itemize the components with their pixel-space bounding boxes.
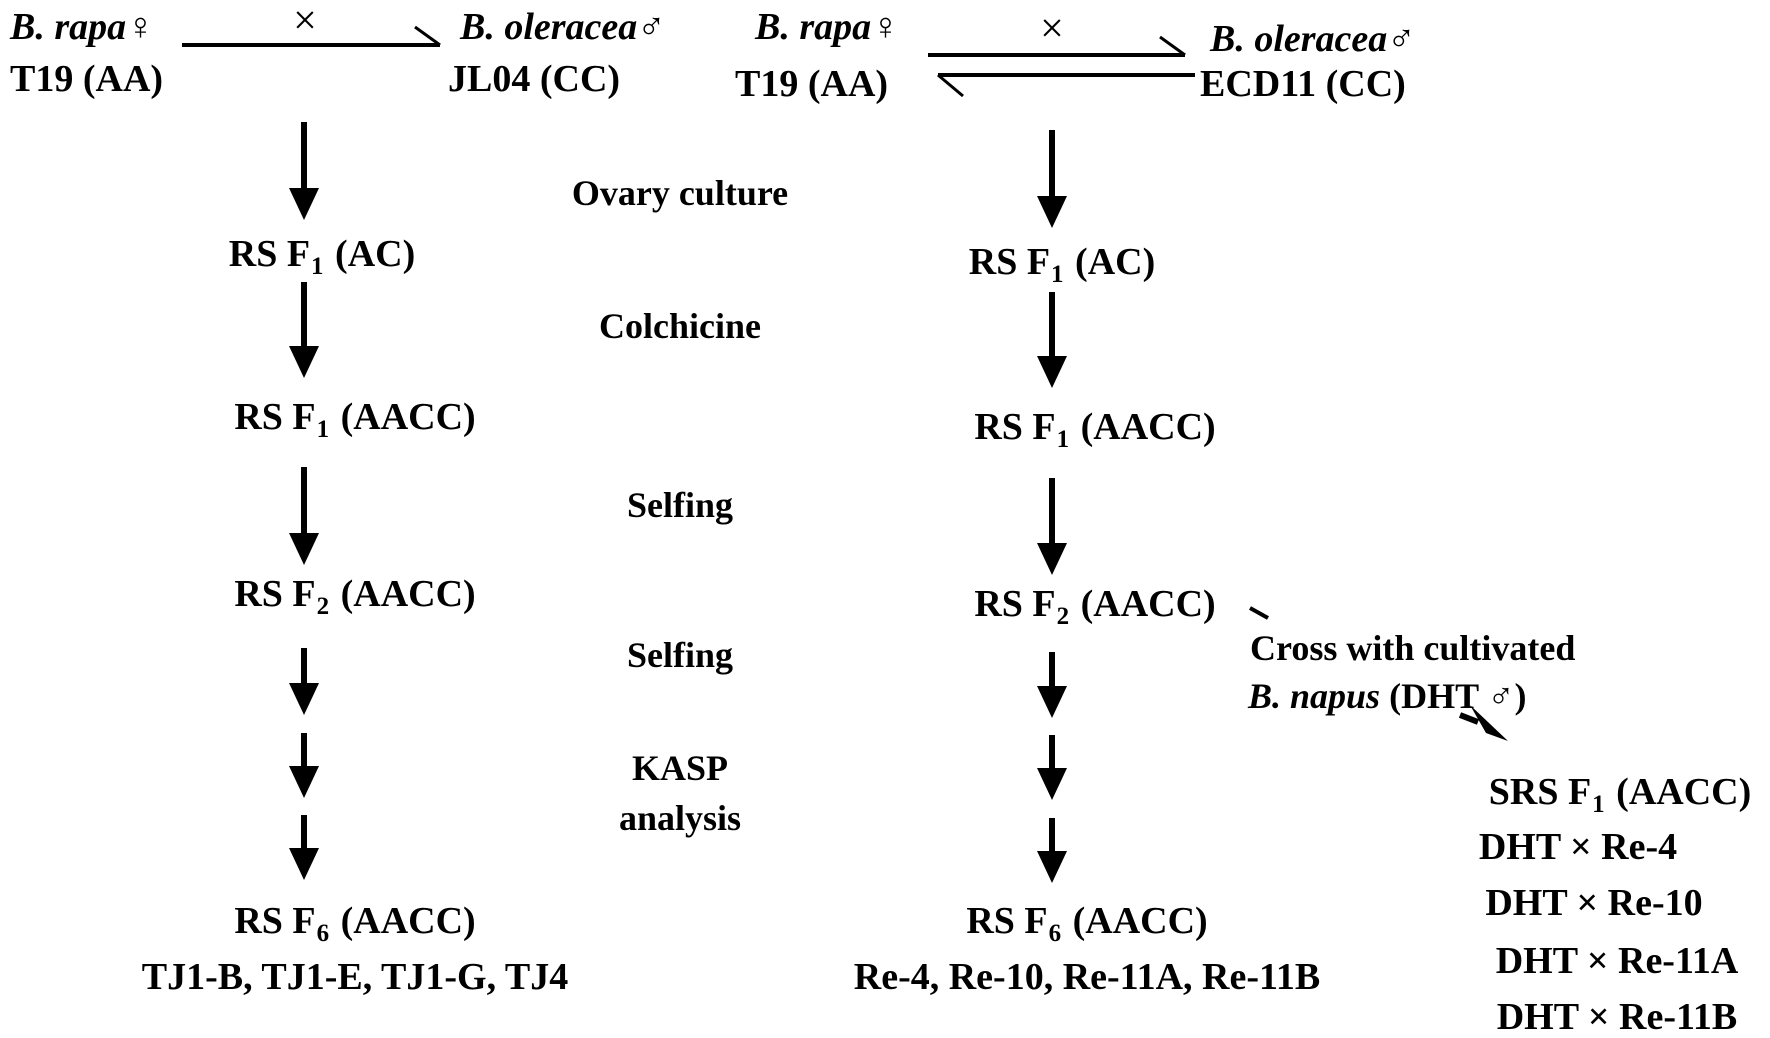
female-symbol: ♀ <box>871 6 900 48</box>
arrow-left-2-head <box>289 346 319 378</box>
left-female-line: T19 (AA) <box>10 58 164 100</box>
arrow-left-1-head <box>289 188 319 220</box>
right-gen-rs-f2-aacc: RS F2 (AACC) <box>974 583 1216 630</box>
left-cross-symbol: × <box>293 0 317 44</box>
left-gen-rs-f1-aacc: RS F1 (AACC) <box>234 396 476 443</box>
left-male-species: B. oleracea <box>460 6 638 48</box>
step-selfing-2: Selfing <box>626 635 734 675</box>
arrow-right-5-head <box>1037 768 1067 800</box>
right-gen-rs-f1-aacc: RS F1 (AACC) <box>974 406 1216 453</box>
left-line-names: TJ1-B, TJ1-E, TJ1-G, TJ4 <box>141 956 569 998</box>
left-cross-arrow <box>182 25 441 47</box>
srs-title: SRS F1 (AACC) <box>1488 771 1752 818</box>
left-male-line: JL04 (CC) <box>448 58 621 100</box>
right-flow-arrows <box>1037 130 1067 883</box>
srs-row-re-10: DHT × Re-10 <box>1485 882 1703 924</box>
step-ovary-culture: Ovary culture <box>571 173 789 213</box>
right-female-line: T19 (AA) <box>735 63 889 105</box>
arrow-left-5-head <box>289 766 319 798</box>
arrow-left-6-head <box>289 848 319 880</box>
left-gen-rs-f2-aacc: RS F2 (AACC) <box>234 573 476 620</box>
right-reciprocal-arrows <box>928 35 1195 98</box>
left-flow-arrows <box>289 122 319 880</box>
step-colchicine: Colchicine <box>599 306 761 346</box>
right-cross-symbol: × <box>1040 6 1064 52</box>
arrow-right-1-head <box>1037 196 1067 228</box>
right-gen-rs-f1-ac: RS F1 (AC) <box>968 241 1156 288</box>
left-female-parent: B. rapa♀ <box>10 8 155 46</box>
arrow-right-2-head <box>1037 356 1067 388</box>
right-male-parent: B. oleracea♂ <box>1210 20 1416 58</box>
step-analysis: analysis <box>618 798 742 838</box>
srs-row-re-4: DHT × Re-4 <box>1478 826 1678 868</box>
right-line-names: Re-4, Re-10, Re-11A, Re-11B <box>853 956 1321 998</box>
right-gen-rs-f6-aacc: RS F6 (AACC) <box>966 900 1208 947</box>
left-gen-rs-f6-aacc: RS F6 (AACC) <box>234 900 476 947</box>
arrow-left-4-head <box>289 683 319 715</box>
male-symbol: ♂ <box>1387 18 1416 60</box>
step-selfing-1: Selfing <box>626 485 734 525</box>
right-male-line: ECD11 (CC) <box>1200 63 1406 105</box>
female-symbol: ♀ <box>126 6 155 48</box>
cross-connector <box>1249 606 1508 741</box>
arrow-left-3-head <box>289 533 319 565</box>
right-female-parent: B. rapa♀ <box>755 8 900 46</box>
cross-note-species: B. napus <box>1248 676 1381 716</box>
left-male-parent: B. oleracea♂ <box>460 8 666 46</box>
cross-note-line1: Cross with cultivated <box>1250 628 1576 668</box>
right-male-species: B. oleracea <box>1210 18 1388 60</box>
left-female-species: B. rapa <box>10 6 127 48</box>
cross-note-line2: B. napus (DHT ♂) <box>1248 676 1527 716</box>
srs-row-re-11b: DHT × Re-11B <box>1496 996 1738 1038</box>
arrow-right-6-head <box>1037 851 1067 883</box>
step-kasp: KASP <box>631 748 729 788</box>
male-symbol: ♂ <box>637 6 666 48</box>
arrow-right-4-head <box>1037 686 1067 718</box>
right-female-species: B. rapa <box>755 6 872 48</box>
male-symbol: ♂ <box>1487 676 1515 716</box>
arrow-right-3-head <box>1037 543 1067 575</box>
srs-row-re-11a: DHT × Re-11A <box>1495 940 1739 982</box>
left-gen-rs-f1-ac: RS F1 (AC) <box>228 233 416 280</box>
